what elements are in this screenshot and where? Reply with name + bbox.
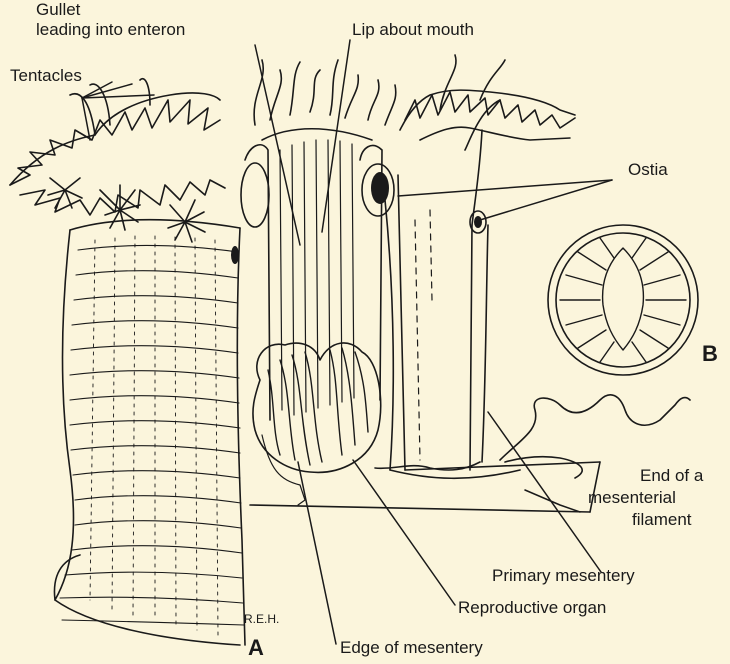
reproductive-organ (253, 343, 381, 505)
label-end-filament-3: filament (632, 510, 692, 529)
label-reproductive-organ: Reproductive organ (458, 598, 606, 617)
artist-signature: R.E.H. (244, 610, 279, 629)
label-ostia: Ostia (628, 160, 668, 179)
body-column (54, 220, 245, 645)
gullet (231, 129, 394, 420)
panel-label-b: B (702, 344, 718, 363)
label-end-filament-2: mesenterial (588, 488, 676, 507)
label-primary-mesentery: Primary mesentery (492, 566, 635, 585)
label-lip: Lip about mouth (352, 20, 474, 39)
label-end-filament-1: End of a (640, 466, 703, 485)
label-gullet-sub: leading into enteron (36, 20, 185, 39)
label-edge-mesentery: Edge of mesentery (340, 638, 483, 657)
leader-lines (82, 40, 612, 644)
cross-section-b (548, 225, 698, 375)
label-gullet: Gullet (36, 0, 80, 19)
panel-label-a: A (248, 638, 264, 657)
label-tentacles: Tentacles (10, 66, 82, 85)
